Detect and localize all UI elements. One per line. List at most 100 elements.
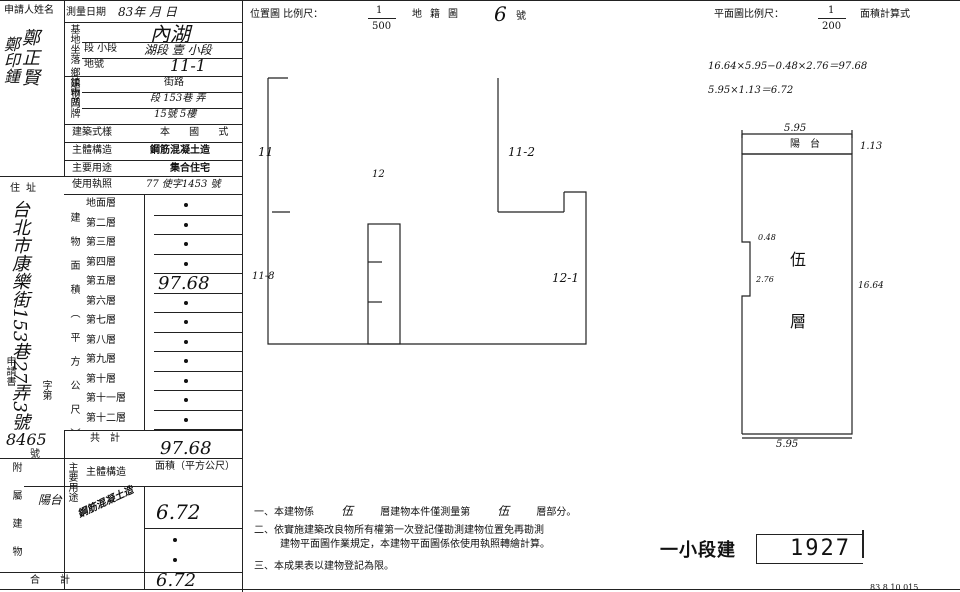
row-line <box>144 528 242 529</box>
note-1-floor: 伍 <box>497 504 510 518</box>
balcony-struct: 鋼筋混凝土造 <box>76 484 136 521</box>
attached-total: 6.72 <box>156 570 197 591</box>
building-no-label: 建物門牌 <box>68 78 79 118</box>
note-2-line2: 建物平面圖作業規定，本建物平面圖係依使用執照轉繪計算。 <box>280 539 550 550</box>
section-label: 段 小段 <box>84 43 118 54</box>
floor-row-label: 地面層 <box>86 198 116 209</box>
map-label-12-1: 12-1 <box>552 271 579 285</box>
stamp-office-label: 一小段建 <box>660 540 736 561</box>
floor-empty-dot <box>184 359 188 363</box>
structure-label: 建築式樣 <box>72 127 112 138</box>
survey-date-label: 測量日期 <box>66 7 106 18</box>
loc-scale-den: 500 <box>372 21 392 32</box>
map-label-12: 12 <box>372 169 385 180</box>
note-1: 一、本建物係 伍 層建物本件僅測量第 伍 層部分。 <box>254 500 576 519</box>
map-label-11: 11 <box>258 145 274 159</box>
attached-col-divider <box>144 486 145 589</box>
area-calc-line2: 5.95×1.13＝6.72 <box>708 85 794 96</box>
map-sheet-suffix: 號 <box>516 11 526 22</box>
floor-row-line <box>154 409 242 411</box>
total-value: 97.68 <box>160 438 212 459</box>
floor-row-label: 第九層 <box>86 354 116 365</box>
main-material-label: 主體構造 <box>72 145 112 156</box>
row-line <box>0 572 242 573</box>
floor-empty-dot <box>184 417 188 422</box>
applicant-book-label: 申請書 <box>4 356 15 386</box>
note-1-mid: 層建物本件僅測量第 <box>380 507 471 518</box>
area-calc-line1: 16.64×5.95−0.48×2.76＝97.68 <box>708 61 868 72</box>
floor-row-line <box>154 370 242 372</box>
attached-label: 附屬建物 <box>10 462 21 574</box>
main-material-value: 鋼筋混凝土造 <box>150 145 210 156</box>
address-label: 住址 <box>10 183 42 194</box>
structure-value: 本 國 式 <box>160 127 237 138</box>
note-2-line1: 二、依實施建築改良物所有權第一次登記僅勘測建物位置免再勘測 <box>254 525 544 536</box>
floor-empty-dot <box>184 222 188 227</box>
map-outline <box>267 78 587 345</box>
survey-date-value: 83年 月 日 <box>118 5 177 19</box>
floor-empty-dot <box>184 242 188 246</box>
row-line <box>64 76 242 77</box>
note-1-floors: 伍 <box>341 504 354 518</box>
attached-use-label: 主要用途 <box>66 462 77 502</box>
row-separator <box>0 176 242 177</box>
plan-right-length: 16.64 <box>858 281 884 291</box>
floor-row-label: 第十層 <box>86 373 116 385</box>
plan-bottom-width: 5.95 <box>776 439 799 450</box>
applicant-book-no: 字第 <box>40 380 51 400</box>
lane-value: 段 153巷 弄 <box>150 93 206 104</box>
note-1-suffix: 層部分。 <box>536 507 577 518</box>
floor-row-line <box>154 292 242 294</box>
footer-date: 83 8 10 015 <box>870 583 919 592</box>
floor-row-label: 第十一層 <box>86 393 126 404</box>
main-use-value: 集合住宅 <box>170 163 210 174</box>
row-line <box>64 194 242 195</box>
bottom-border <box>0 589 960 590</box>
map-sheet-label: 地籍圖 <box>412 9 466 20</box>
plan-top-width: 5.95 <box>784 123 807 134</box>
total-label: 共計 <box>90 433 130 444</box>
loc-scale-num: 1 <box>376 5 383 16</box>
floor-row-line <box>154 429 242 430</box>
plan-scale-bar <box>818 18 846 19</box>
row-line <box>64 22 242 23</box>
floor-empty-dot <box>184 300 188 305</box>
row-line <box>0 458 242 459</box>
plan-balcony-depth: 1.13 <box>860 141 883 152</box>
floor-row-label: 第八層 <box>86 334 116 346</box>
floor-row-label: 第四層 <box>86 256 116 268</box>
row-line <box>82 58 242 59</box>
loc-scale-bar <box>368 18 396 19</box>
floor-row-line <box>154 331 242 333</box>
district-value: 內湖 <box>150 22 190 46</box>
applicant-name: 鄭正賢 <box>19 28 40 88</box>
area-side-label: 建物面積（平方公尺） <box>68 212 79 452</box>
floor-row-line <box>154 312 242 313</box>
serial-no-label: 號 <box>30 449 40 460</box>
floor-row-line <box>154 390 242 391</box>
floor-row-line <box>154 234 242 235</box>
area-calc-label: 面積計算式 <box>860 9 910 20</box>
attached-area-label: 面積（平方公尺） <box>155 461 235 472</box>
row-line <box>24 486 242 487</box>
floor-row-line <box>154 214 242 216</box>
floor-row-line <box>154 273 242 274</box>
floor-row-label: 第七層 <box>86 315 116 326</box>
row-line <box>64 160 242 161</box>
attached-total-label: 合計 <box>30 575 90 586</box>
plan-scale-label: 平面圖比例尺： <box>714 9 784 20</box>
permit-label: 使用執照 <box>72 179 112 190</box>
floor-row-line <box>154 253 242 255</box>
street-label: 街路 <box>164 77 184 88</box>
serial-no-value: 8465 <box>6 430 47 449</box>
floor-col-divider <box>144 194 145 430</box>
plan-scale-num: 1 <box>828 5 835 16</box>
location-map <box>267 77 587 345</box>
row-line <box>82 108 242 109</box>
balcony-label: 陽台 <box>38 493 63 507</box>
location-map-label: 位置圖 比例尺： <box>250 9 324 20</box>
empty-dot <box>173 558 177 562</box>
map-label-11-8: 11-8 <box>252 271 275 282</box>
floor-empty-dot <box>184 339 188 344</box>
stamp-edge <box>862 530 864 558</box>
